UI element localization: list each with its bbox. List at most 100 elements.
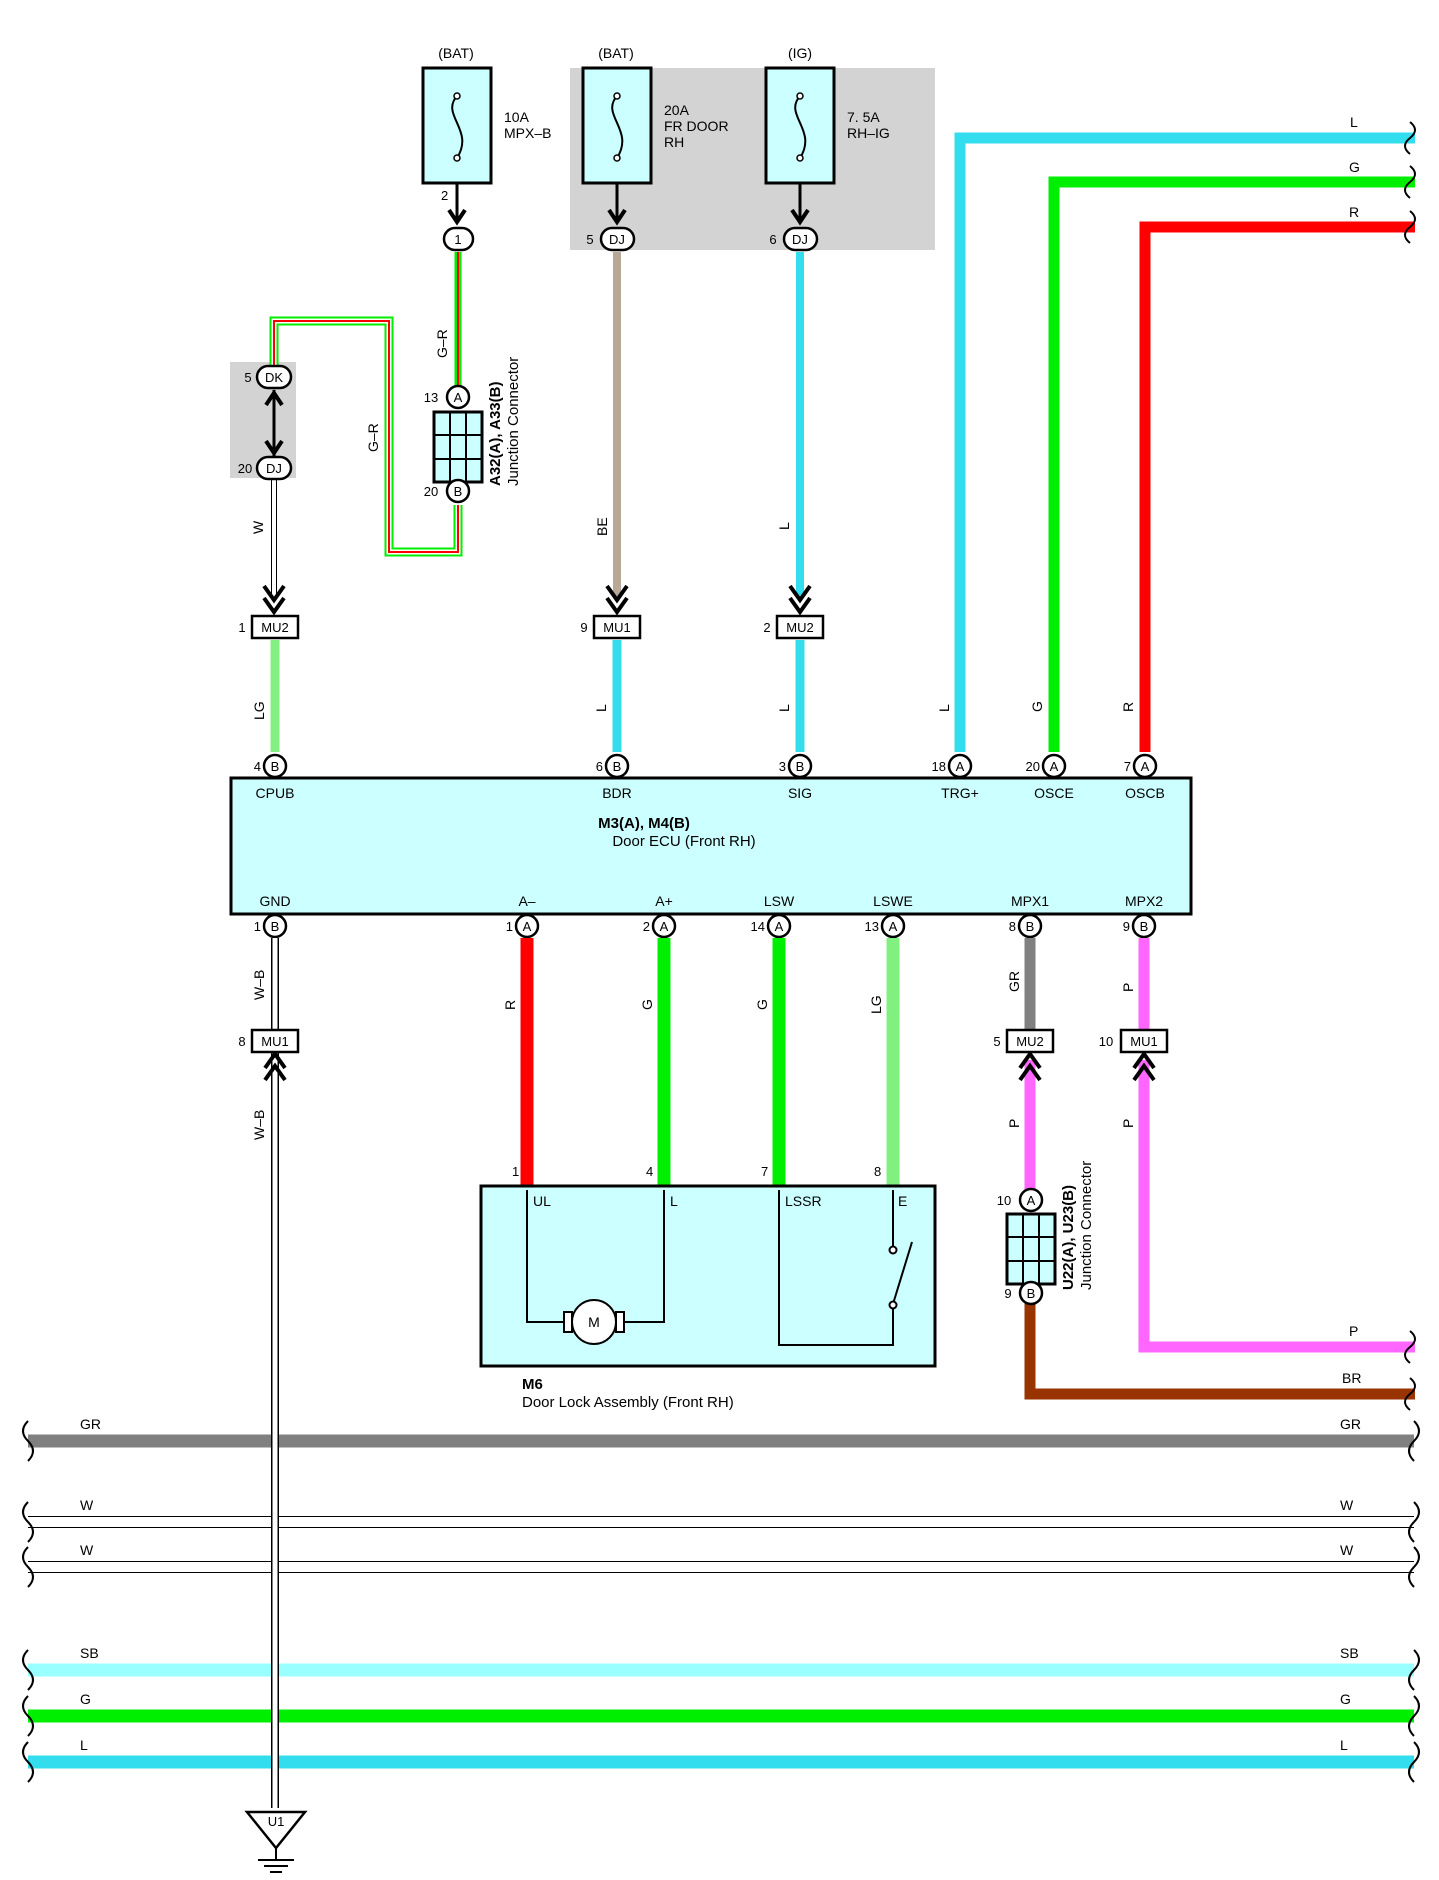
wire-label: R [1349, 204, 1359, 220]
wire-label: GR [1006, 971, 1022, 992]
connector-dj-5: DJ 5 [586, 226, 636, 252]
wire-label: G–R [365, 423, 381, 452]
bus-label-left: SB [80, 1645, 99, 1661]
ecu-pin-letter: A [660, 919, 669, 934]
fuse-name: FR DOOR [664, 118, 729, 134]
connector-mu1-bdr: MU1 9 [580, 614, 642, 640]
bus-line: SB SB [22, 1645, 1420, 1691]
door-lock-pin: 8 [874, 1164, 881, 1179]
break-mark-icon [1408, 1741, 1420, 1783]
door-lock-term: E [898, 1193, 907, 1209]
connector-dj-6: DJ 6 [769, 226, 819, 252]
ecu-pin-label: LSW [764, 893, 795, 909]
ecu-pin-letter: A [1141, 759, 1150, 774]
mpx1-arrows [1018, 1050, 1042, 1082]
fuse-name: RH–IG [847, 125, 890, 141]
bus-line: GR GR [22, 1416, 1420, 1462]
fuse-fr-door-rh: (BAT) 20A FR DOOR RH [581, 45, 729, 185]
fuse-icon [794, 95, 807, 159]
ecu-pin-letter: B [1140, 919, 1149, 934]
ecu-pin-label: BDR [602, 785, 632, 801]
ecu-pins: B4CPUBB6BDRB3SIGA18TRG+A20OSCEA7OSCBB1GN… [254, 753, 1165, 939]
bus-label-left: L [80, 1737, 88, 1753]
connector-pin: 5 [993, 1034, 1000, 1049]
wire-label: LG [251, 701, 267, 720]
ecu-pin-number: 8 [1009, 919, 1016, 934]
wire-label: LG [868, 995, 884, 1014]
ecu-pin-label: OSCB [1125, 785, 1165, 801]
motor-label: M [588, 1314, 600, 1330]
bus-label-left: W [80, 1497, 94, 1513]
fuse-mpx-b: (BAT) 10A MPX–B 2 [421, 45, 551, 203]
ecu-pin-letter: B [271, 759, 280, 774]
connector-mu2-cpub: MU2 1 [238, 614, 300, 640]
ecu-pin-letter: A [1050, 759, 1059, 774]
door-ecu-box [229, 776, 1193, 916]
bus-label-right: SB [1340, 1645, 1359, 1661]
break-mark-icon [22, 1695, 34, 1737]
connector-label: 1 [454, 232, 461, 247]
wire-label: L [936, 704, 952, 712]
ecu-pin-number: 3 [779, 759, 786, 774]
door-lock-assembly: 1 4 7 8 UL L LSSR E M [479, 1164, 937, 1368]
junction-name: U22(A), U23(B) [1060, 1185, 1077, 1290]
mpx2-arrows [1132, 1050, 1156, 1082]
door-lock-box [479, 1184, 937, 1368]
connector-label: MU1 [261, 1034, 288, 1049]
ecu-pin-number: 9 [1123, 919, 1130, 934]
wire-label: P [1006, 1119, 1022, 1128]
ecu-pin-letter: B [796, 759, 805, 774]
ecu-pin-number: 1 [506, 919, 513, 934]
connector-label: DJ [609, 232, 625, 247]
door-lock-pin: 7 [761, 1164, 768, 1179]
wire-label: P [1120, 983, 1136, 992]
ecu-pin-letter: A [956, 759, 965, 774]
ground-label: U1 [268, 1814, 285, 1829]
fuse-rating: 20A [664, 102, 690, 118]
wire-label: G [1029, 701, 1045, 712]
ecu-pin-label: A– [518, 893, 535, 909]
fuse-name: MPX–B [504, 125, 551, 141]
connector-pin: 5 [586, 232, 593, 247]
junction-pin: 10 [997, 1193, 1011, 1208]
door-lock-desc: Door Lock Assembly (Front RH) [522, 1394, 734, 1411]
door-lock-pin: 4 [646, 1164, 653, 1179]
wire-w-b-gnd [263, 938, 287, 1808]
wire-be [605, 252, 629, 616]
door-lock-term: LSSR [785, 1193, 822, 1209]
junction-pin: 20 [424, 484, 438, 499]
bus-label-left: G [80, 1691, 91, 1707]
connector-pin: 10 [1099, 1034, 1113, 1049]
ecu-pin: A2A+ [643, 893, 677, 939]
wire-label: P [1120, 1119, 1136, 1128]
wire-label: L [776, 704, 792, 712]
break-mark-icon [22, 1649, 34, 1691]
wire-label: G [1349, 159, 1360, 175]
ecu-pin-label: A+ [655, 893, 673, 909]
bus-label-left: GR [80, 1416, 101, 1432]
ecu-pin-number: 4 [254, 759, 261, 774]
wire-label: G [639, 999, 655, 1010]
bus-label-right: GR [1340, 1416, 1361, 1432]
fuse-drops [447, 183, 810, 226]
fuse-icon [451, 95, 464, 159]
wire-w [262, 480, 286, 616]
break-mark-icon [1408, 1501, 1420, 1543]
motor-icon [571, 1299, 617, 1345]
connector-pin: 20 [238, 461, 252, 476]
ecu-pin-label: CPUB [256, 785, 295, 801]
fuse-rating: 10A [504, 109, 530, 125]
junction-u22-u23: A 10 B 9 U22(A), U23(B) Junction Connect… [997, 1161, 1095, 1306]
door-lock-term: UL [533, 1193, 551, 1209]
